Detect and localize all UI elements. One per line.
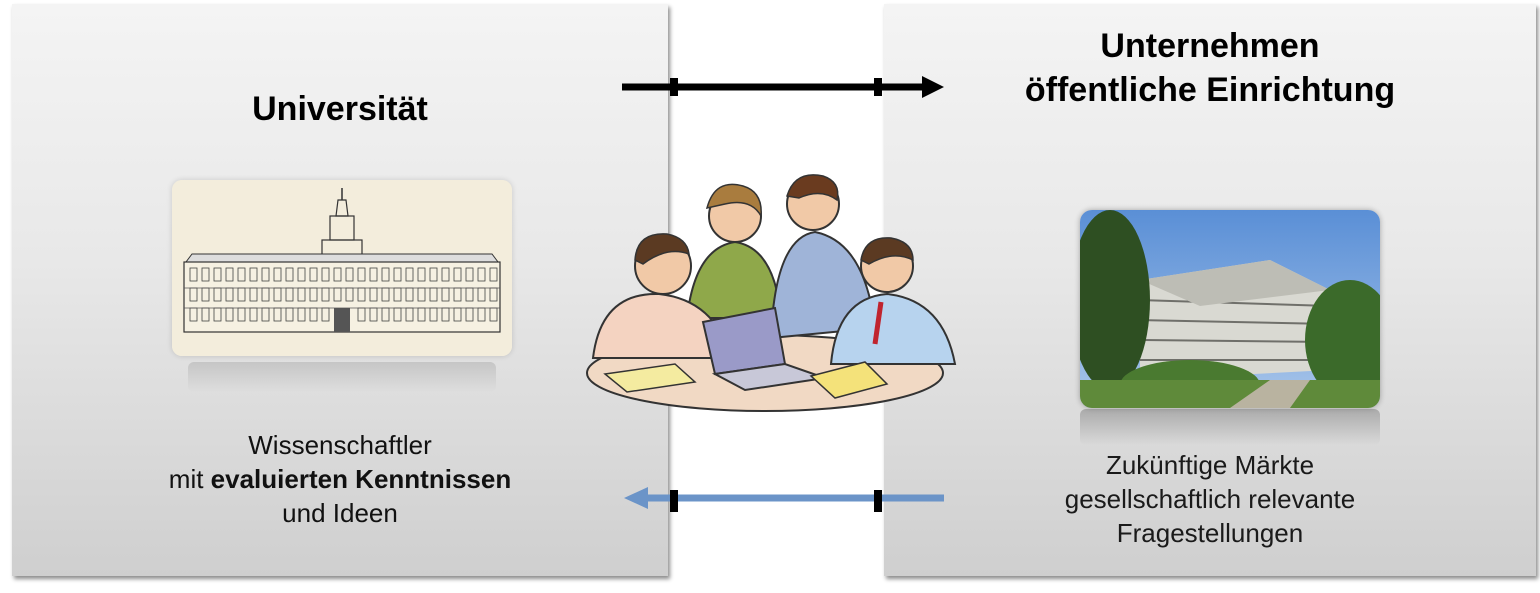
window: [225, 267, 234, 282]
window: [261, 267, 270, 282]
company-panel: Unternehmen öffentliche Einrichtung: [884, 4, 1536, 576]
company-description: Zukünftige Märkte gesellschaftlich relev…: [884, 448, 1536, 550]
company-desc-line-1: Zukünftige Märkte: [1105, 450, 1315, 480]
window: [345, 267, 354, 282]
company-desc-line-3: Fragestellungen: [1116, 518, 1304, 548]
window: [333, 267, 342, 282]
company-title-line-1: Unternehmen: [1100, 27, 1320, 65]
window: [201, 267, 210, 282]
office-image-reflection: [1080, 409, 1380, 445]
window: [285, 267, 294, 282]
desc-line-3: und Ideen: [282, 498, 398, 528]
window: [297, 267, 306, 282]
window: [489, 267, 498, 282]
window: [405, 267, 414, 282]
window: [369, 267, 378, 282]
university-image-reflection: [188, 362, 496, 392]
window: [309, 267, 318, 282]
company-title: Unternehmen öffentliche Einrichtung: [884, 24, 1536, 112]
team-meeting-image: [575, 168, 960, 413]
window: [441, 267, 450, 282]
window: [321, 267, 330, 282]
window: [453, 267, 462, 282]
window: [237, 267, 246, 282]
window: [393, 267, 402, 282]
window: [429, 267, 438, 282]
desc-line-2: mit evaluierten Kenntnissen: [12, 462, 668, 496]
window: [249, 267, 258, 282]
window: [381, 267, 390, 282]
window: [477, 267, 486, 282]
window: [357, 267, 366, 282]
company-title-line-2: öffentliche Einrichtung: [1024, 71, 1396, 109]
window: [189, 267, 198, 282]
window: [417, 267, 426, 282]
window: [213, 267, 222, 282]
university-building-image: [172, 180, 512, 356]
desc-line-2-prefix: mit: [168, 464, 211, 494]
office-building-image: [1080, 210, 1380, 408]
university-title: Universität: [252, 90, 428, 128]
university-description: Wissenschaftler mit evaluierten Kenntnis…: [12, 428, 668, 530]
university-panel: Universität Wissenschaftler mit evaluier…: [12, 4, 668, 576]
window: [273, 267, 282, 282]
window: [465, 267, 474, 282]
company-desc-line-2: gesellschaftlich relevante: [1064, 484, 1356, 514]
desc-line-2-bold: evaluierten Kenntnissen: [210, 464, 512, 494]
desc-line-1: Wissenschaftler: [248, 430, 432, 460]
